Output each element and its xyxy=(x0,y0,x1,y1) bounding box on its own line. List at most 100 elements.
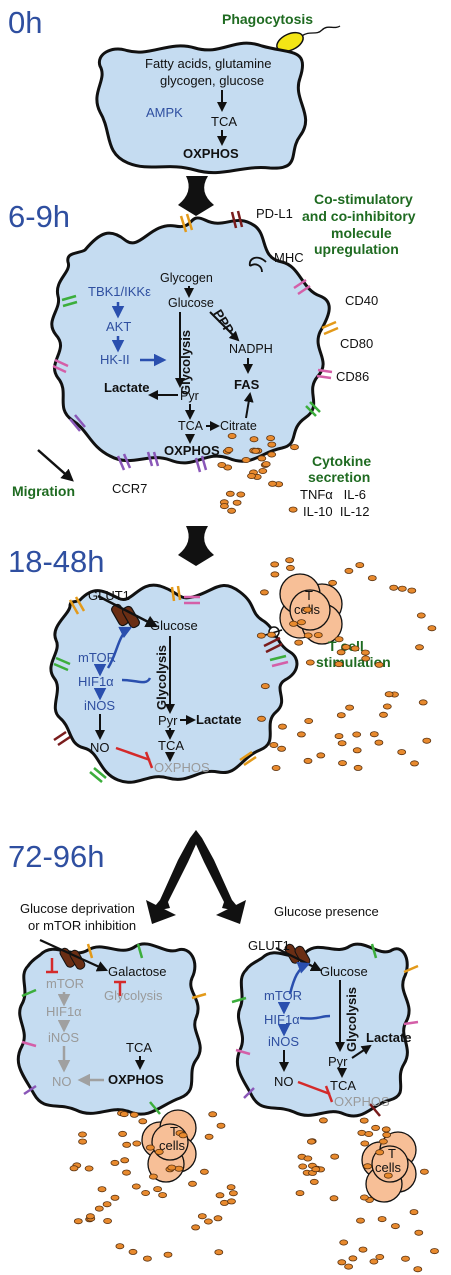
cytokine-dot xyxy=(249,436,259,443)
substrates-line-2: glycogen, glucose xyxy=(160,73,264,88)
mtor-label: mTOR xyxy=(78,650,116,665)
cytokine-dot xyxy=(414,1229,424,1236)
cytokine-dot xyxy=(227,1198,236,1205)
glut1-transporter-icon xyxy=(97,594,159,629)
oxphos-label: OXPHOS xyxy=(183,146,239,161)
cytokine-dot xyxy=(267,441,277,448)
lactate-label: Lactate xyxy=(104,380,150,395)
cytokine-dot xyxy=(228,1190,238,1197)
cytokine-dot xyxy=(256,632,266,639)
diverging-arrows xyxy=(146,830,246,924)
cytokine-dot xyxy=(382,1131,392,1138)
cytokine-dot xyxy=(427,625,437,632)
cytokine-dot xyxy=(295,1190,305,1197)
cytokine-dot xyxy=(407,587,417,594)
cytokine-dot xyxy=(369,1258,379,1265)
marker-cd40: CD40 xyxy=(345,293,378,308)
cytokine-dot xyxy=(266,435,276,442)
transition-arrow-2 xyxy=(178,526,214,566)
cytokine-dot xyxy=(267,631,276,638)
tcells-label-line-1: T xyxy=(170,1124,178,1139)
cytokine-dot xyxy=(418,699,428,706)
stage-time-label: 72-96h xyxy=(8,839,105,874)
costim-label-line-2: and co-inhibitory xyxy=(302,208,416,224)
cytokine-dot xyxy=(369,731,379,738)
cytokine-dot xyxy=(304,718,314,725)
cytokine-dot xyxy=(141,1190,151,1197)
cytokine-dot xyxy=(122,1141,132,1148)
cytokine-dot xyxy=(261,461,271,468)
cytokine-dot xyxy=(236,491,246,498)
cytokine-dot xyxy=(329,1195,339,1202)
cytokine-dot xyxy=(257,455,267,462)
cytokine-dot xyxy=(336,712,346,719)
cytokine-dot xyxy=(353,764,363,771)
cytokine-dot xyxy=(422,737,432,744)
costim-label-line-3: molecule xyxy=(331,225,392,241)
cytokine-dot xyxy=(119,1111,129,1118)
mtor-to-glut1-arrow xyxy=(288,961,311,995)
hif1a-label: HIF1α xyxy=(264,1012,300,1027)
ppp-arrow xyxy=(209,311,240,342)
cytokine-dot xyxy=(102,1201,112,1208)
transition-arrow-1 xyxy=(178,176,214,216)
cytokine-dot xyxy=(214,1249,224,1256)
cytokine-dot xyxy=(118,1130,127,1137)
cytokine-dot xyxy=(203,1218,213,1225)
tca-label: TCA xyxy=(178,419,204,433)
bacterium-icon xyxy=(276,25,341,53)
citrate-to-fas-arrow xyxy=(243,392,254,419)
cytokine-dot xyxy=(270,571,280,578)
cytokine-dot xyxy=(397,749,407,756)
stage-time-label: 6-9h xyxy=(8,199,70,234)
cytokine-dot xyxy=(378,1138,388,1145)
costim-label-line-1: Co-stimulatory xyxy=(314,191,413,207)
tca-label: TCA xyxy=(158,738,184,753)
cytokine-dot xyxy=(341,644,351,651)
cytokine-dot xyxy=(363,1163,373,1170)
cytokine-dot xyxy=(142,1255,152,1262)
cytokine-dot xyxy=(226,1184,236,1191)
inos-label: iNOS xyxy=(268,1034,299,1049)
cytokine-dot xyxy=(401,1255,410,1262)
cytokine-dot xyxy=(334,733,344,740)
cytokine-dot xyxy=(345,704,355,711)
cytokine-dot xyxy=(288,506,298,513)
no-label: NO xyxy=(274,1074,294,1089)
glut1-label: GLUT1 xyxy=(88,588,130,603)
cytokine-dot xyxy=(259,589,269,596)
cytokine-dot xyxy=(251,447,261,454)
cytokine-dot xyxy=(296,731,306,738)
cytokine-dot xyxy=(303,606,312,613)
oxphos-label: OXPHOS xyxy=(154,760,210,775)
migration-label: Migration xyxy=(12,483,75,499)
cytokine-dot xyxy=(338,760,347,767)
cytokine-dot xyxy=(318,1117,328,1124)
receptor-cd86 xyxy=(316,368,333,380)
cytokine-dot xyxy=(73,1218,83,1225)
glycolysis-label: Glycolysis xyxy=(104,988,163,1003)
tcells-label-line-1: T xyxy=(305,588,313,603)
cytokine-dot xyxy=(216,1122,226,1129)
mtor-to-glut1-arrow xyxy=(106,626,133,669)
no-inhibits-oxphos-line xyxy=(115,746,151,762)
cytokine-dot xyxy=(337,1259,347,1266)
hif-to-glycolysis-line xyxy=(121,677,152,684)
phagocytosis-label: Phagocytosis xyxy=(222,11,313,27)
tca-label: TCA xyxy=(126,1040,152,1055)
cytokine-dot xyxy=(430,1248,439,1255)
stage-time-label: 0h xyxy=(8,5,42,40)
cytokine-dot xyxy=(241,456,251,463)
cytokine-dot xyxy=(361,655,371,662)
cytokine-dot xyxy=(303,757,313,764)
cytokine-dot xyxy=(132,1140,142,1147)
cytokine-dot xyxy=(103,1218,112,1225)
receptor-green-left xyxy=(61,294,78,308)
cytokine-dot xyxy=(148,1173,158,1180)
cytokine-dot xyxy=(285,564,295,571)
cytokine-dot xyxy=(232,499,242,506)
cytokine-dot xyxy=(355,562,365,569)
cytokine-dot xyxy=(217,461,227,468)
cytokine-dot xyxy=(410,760,419,767)
cytokine-dot xyxy=(277,745,287,752)
